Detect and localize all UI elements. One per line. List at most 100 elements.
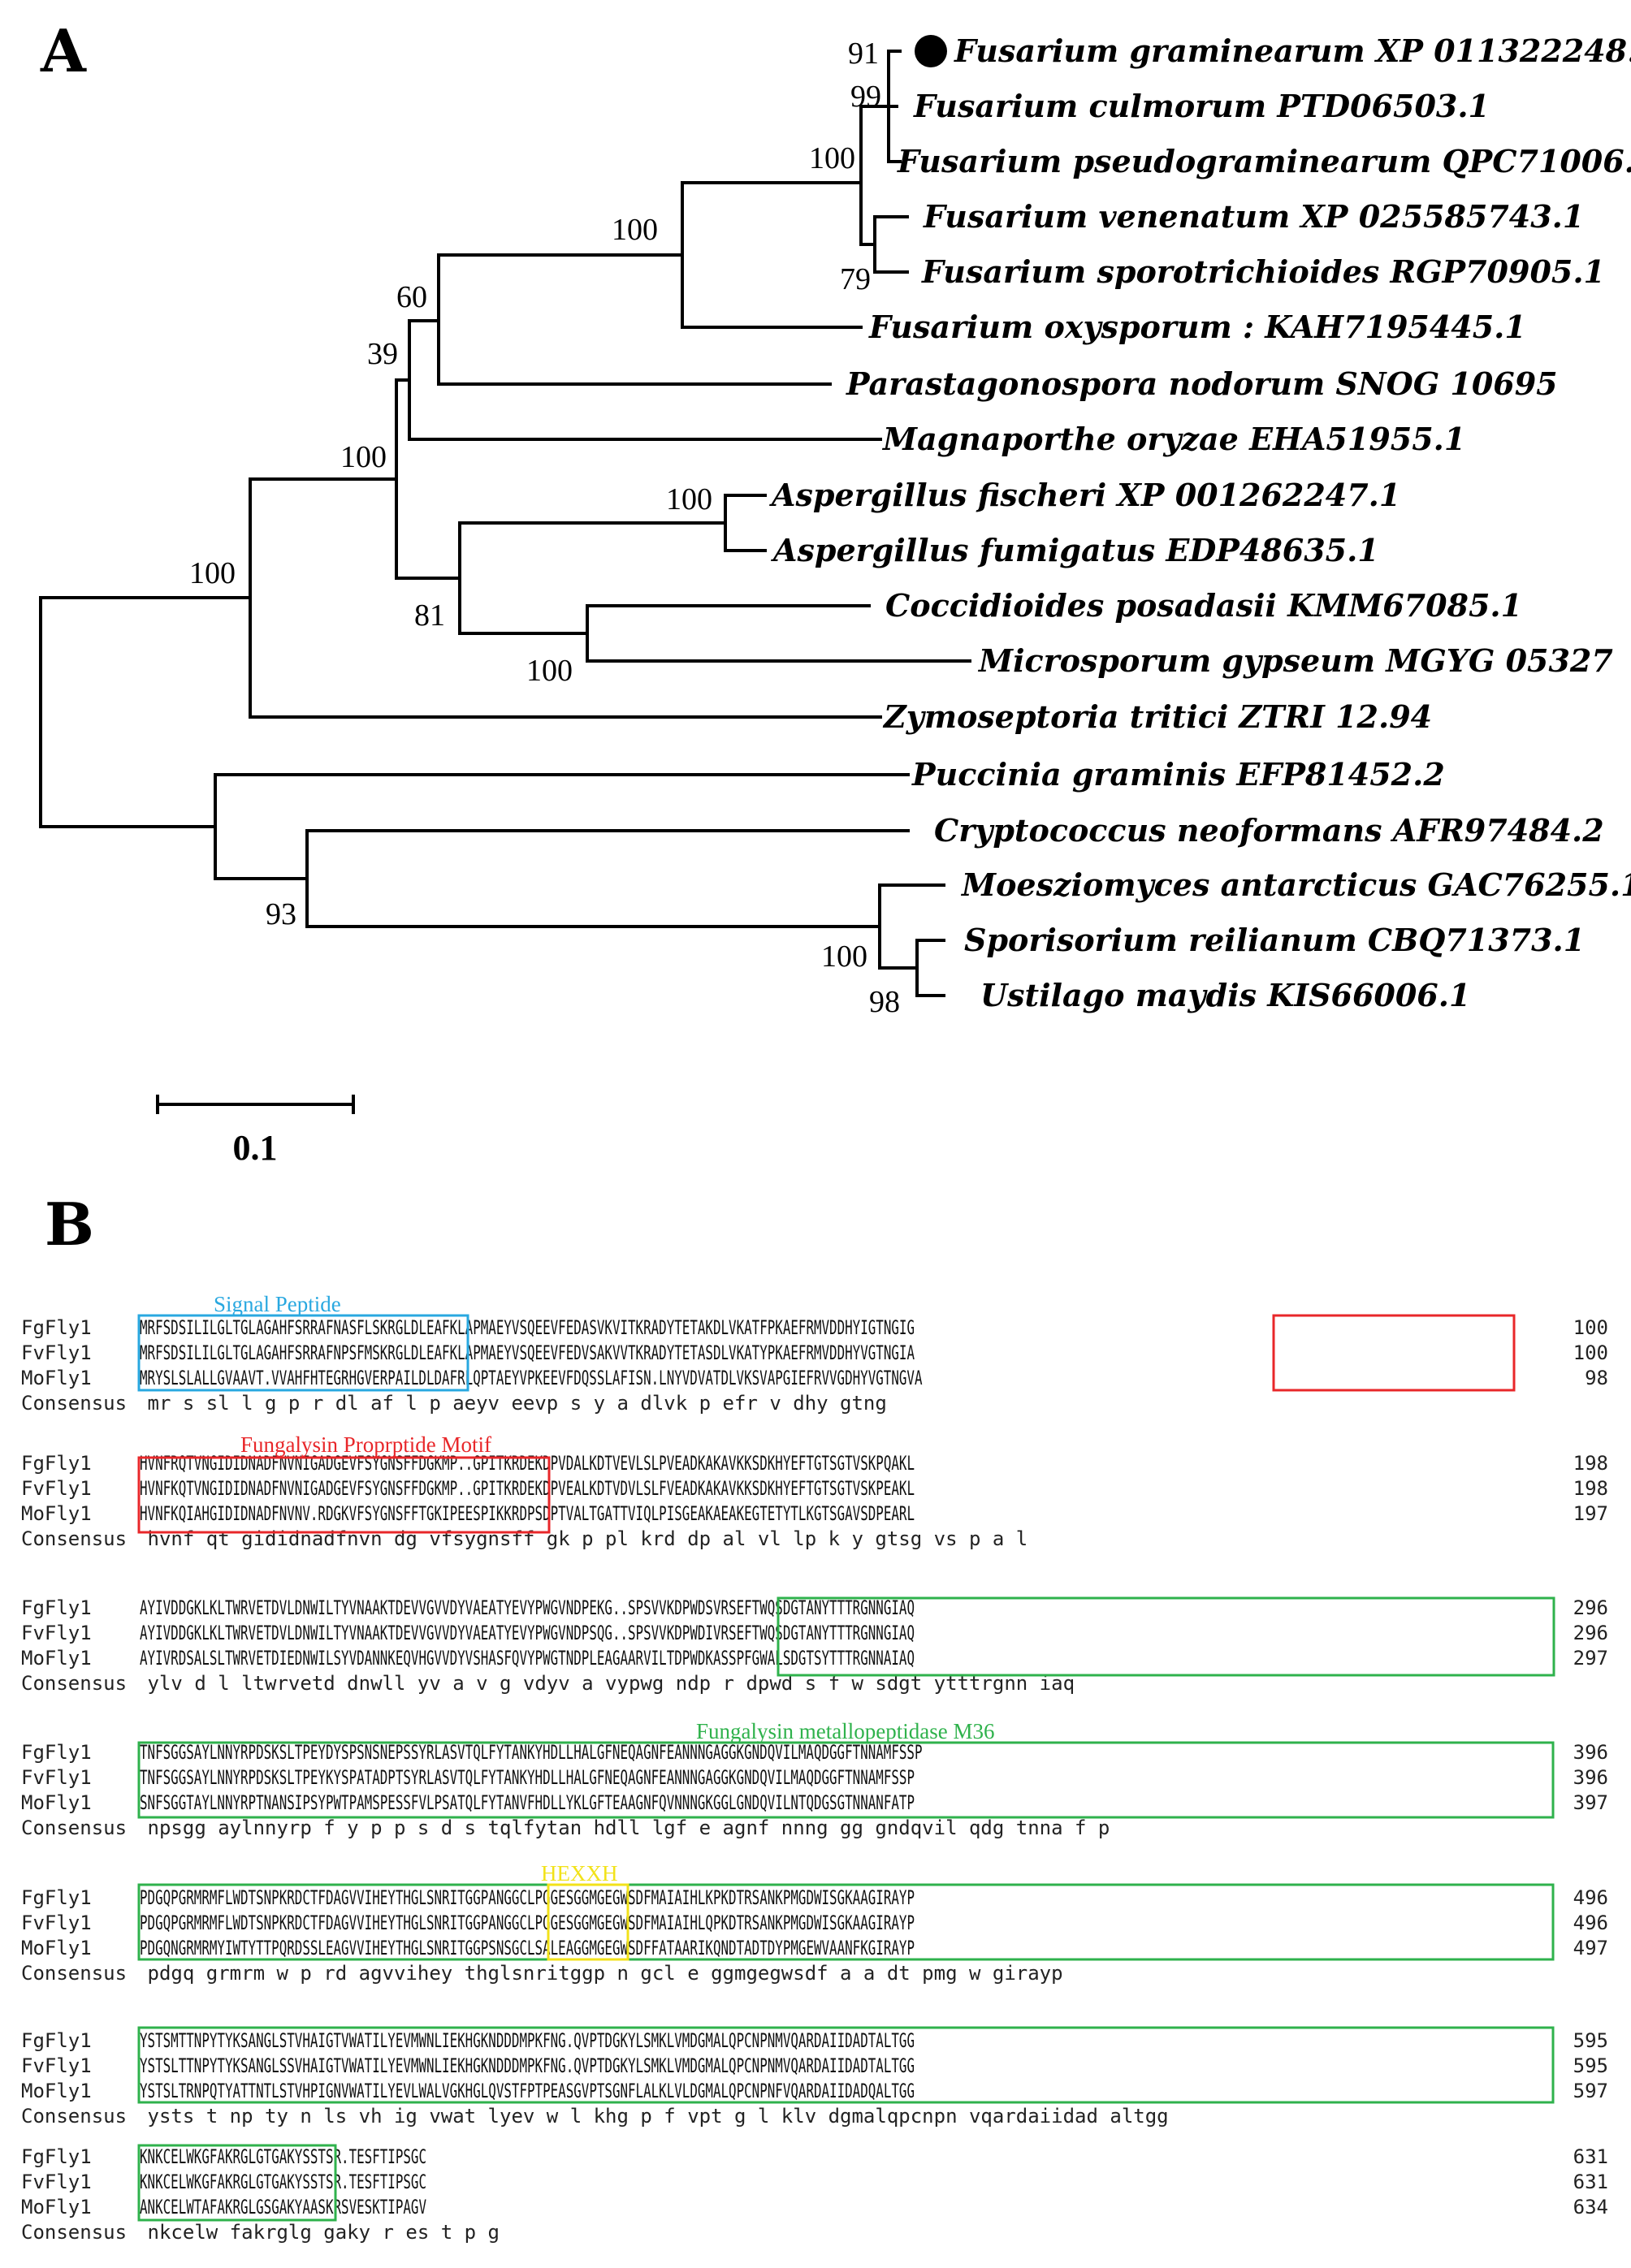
position-number: 497 xyxy=(1573,1937,1608,1959)
position-number: 197 xyxy=(1573,1502,1608,1525)
sequence-residues: MRFSDSILILGLTGLAGAHFSRRAFNPSFMSKRGLDLEAF… xyxy=(140,1341,915,1364)
sequence-name: FvFly1 xyxy=(21,1766,92,1789)
taxon-label-t2: Fusarium culmorum PTD06503.1 xyxy=(913,88,1490,124)
taxon-label-t1: Fusarium graminearum XP 011322248.1 xyxy=(954,32,1631,69)
bootstrap-value: 79 xyxy=(840,262,871,296)
taxon-label-t8: Magnaporthe oryzae EHA51955.1 xyxy=(881,421,1465,457)
taxon-label-t11: Coccidioides posadasii KMM67085.1 xyxy=(885,587,1522,624)
consensus-sequence: hvnf qt gididnadfnvn dg vfsygnsff gk p p… xyxy=(148,1527,1028,1550)
bootstrap-value: 100 xyxy=(666,482,712,516)
sequence-name: MoFly1 xyxy=(21,2080,92,2102)
m36-box-2 xyxy=(137,1741,1555,1819)
m36-box-3 xyxy=(137,1883,1555,1961)
position-number: 496 xyxy=(1573,1886,1608,1909)
bootstrap-value: 91 xyxy=(848,37,879,71)
sequence-residues: HVNFKQTVNGIDIDNADFNVNIGADGEVFSYGNSFFDGKM… xyxy=(140,1477,915,1500)
bootstrap-value: 100 xyxy=(340,440,387,474)
taxon-label-t5: Fusarium sporotrichioides RGP70905.1 xyxy=(921,253,1605,290)
sequence-residues: MRFSDSILILGLTGLAGAHFSRRAFNASFLSKRGLDLEAF… xyxy=(140,1316,915,1339)
consensus-sequence: mr s sl l g p r dl af l p aeyv eevp s y … xyxy=(148,1392,887,1415)
sequence-name: FgFly1 xyxy=(21,1316,92,1339)
m36-label: Fungalysin metallopeptidase M36 xyxy=(696,1719,994,1743)
sequence-residues: PDGQNGRMRMYIWTYTTPQRDSSLEAGVVIHEYTHGLSNR… xyxy=(140,1937,915,1959)
taxon-label-t17: Sporisorium reilianum CBQ71373.1 xyxy=(964,922,1585,958)
position-number: 296 xyxy=(1573,1622,1608,1644)
sequence-residues: AYIVRDSALSLTWRVETDIEDNWILSYVDANNKEQVHGVV… xyxy=(140,1647,915,1670)
sequence-residues: KNKCELWKGFAKRGLGTGAKYSSTSR.TESFTIPSGC xyxy=(140,2171,426,2193)
position-number: 396 xyxy=(1573,1741,1608,1764)
propeptide-label: Fungalysin Proprptide Motif xyxy=(240,1432,491,1457)
sequence-name: FvFly1 xyxy=(21,2171,92,2193)
taxon-label-t7: Parastagonospora nodorum SNOG 10695 xyxy=(846,365,1558,402)
consensus-label: Consensus xyxy=(21,1392,127,1415)
alignment-block: FgFly1 MRFSDSILILGLTGLAGAHFSRRAFNASFLSKRG… xyxy=(21,1316,1608,1415)
sequence-name: FgFly1 xyxy=(21,1596,92,1619)
phylogenetic-tree: Fusarium graminearum XP 011322248.1Fusar… xyxy=(39,32,1631,1168)
consensus-label: Consensus xyxy=(21,1672,127,1695)
bootstrap-value: 100 xyxy=(189,556,236,590)
sequence-name: FvFly1 xyxy=(21,1622,92,1644)
consensus-label: Consensus xyxy=(21,2221,127,2244)
sequence-name: FvFly1 xyxy=(21,1477,92,1500)
sequence-name: FvFly1 xyxy=(21,1341,92,1364)
bootstrap-value: 100 xyxy=(821,940,867,974)
taxon-label-t3: Fusarium pseudograminearum QPC71006.1 xyxy=(897,143,1631,179)
position-number: 100 xyxy=(1573,1341,1608,1364)
sequence-name: MoFly1 xyxy=(21,2196,92,2218)
taxon-label-t6: Fusarium oxysporum : KAH7195445.1 xyxy=(868,309,1526,345)
sequence-name: FgFly1 xyxy=(21,1741,92,1764)
taxon-label-t12: Microsporum gypseum MGYG 05327 xyxy=(977,642,1613,679)
sequence-residues: HVNFRQTVNGIDIDNADFNVNIGADGEVFSYGNSFFDGKM… xyxy=(140,1452,915,1475)
sequence-residues: PDGQPGRMRMFLWDTSNPKRDCTFDAGVVIHEYTHGLSNR… xyxy=(140,1912,915,1934)
sequence-residues: MRYSLSLALLGVAAVT.VVAHFHTEGRHGVERPAILDLDA… xyxy=(140,1367,923,1389)
position-number: 397 xyxy=(1573,1791,1608,1814)
bootstrap-value: 99 xyxy=(850,80,881,114)
consensus-sequence: ysts t np ty n ls vh ig vwat lyev w l kh… xyxy=(148,2105,1169,2128)
sequence-name: FgFly1 xyxy=(21,2029,92,2052)
position-number: 595 xyxy=(1573,2029,1608,2052)
position-number: 634 xyxy=(1573,2196,1608,2218)
consensus-label: Consensus xyxy=(21,1817,127,1839)
position-number: 100 xyxy=(1573,1316,1608,1339)
sequence-name: MoFly1 xyxy=(21,1367,92,1389)
propeptide-box-b xyxy=(137,1456,551,1534)
tree-branches xyxy=(39,50,971,997)
consensus-label: Consensus xyxy=(21,1962,127,1985)
bootstrap-value: 100 xyxy=(612,213,658,247)
position-number: 198 xyxy=(1573,1452,1608,1475)
sequence-residues: HVNFKQIAHGIDIDNADFNVNV.RDGKVFSYGNSFFTGKI… xyxy=(140,1502,915,1525)
bootstrap-value: 93 xyxy=(266,897,296,931)
m36-box-4 xyxy=(137,2026,1555,2104)
sequence-name: FgFly1 xyxy=(21,1886,92,1909)
tree-labels: Fusarium graminearum XP 011322248.1Fusar… xyxy=(189,32,1631,1019)
consensus-sequence: nkcelw fakrglg gaky r es t p g xyxy=(148,2221,500,2244)
sequence-residues: AYIVDDGKLKLTWRVETDVLDNWILTYVNAAKTDEVVGVV… xyxy=(140,1622,915,1644)
sequence-residues: TNFSGGSAYLNNYRPDSKSLTPEYKYSPATADPTSYRLAS… xyxy=(140,1766,915,1789)
taxon-label-t4: Fusarium venenatum XP 025585743.1 xyxy=(923,198,1584,235)
sequence-residues: SNFSGGTAYLNNYRPTNANSIPSYPWTPAMSPESSFVLPS… xyxy=(140,1791,915,1814)
marker-dot-icon xyxy=(915,35,947,67)
sequence-residues: YSTSMTTNPYTYKSANGLSTVHAIGTVWATILYEVMWNLI… xyxy=(140,2029,915,2052)
taxon-label-t9: Aspergillus fischeri XP 001262247.1 xyxy=(769,477,1400,513)
sequence-residues: KNKCELWKGFAKRGLGTGAKYSSTSR.TESFTIPSGC xyxy=(140,2145,426,2168)
sequence-residues: AYIVDDGKLKLTWRVETDVLDNWILTYVNAAKTDEVVGVV… xyxy=(140,1596,915,1619)
alignment-block: FgFly1 YSTSMTTNPYTYKSANGLSTVHAIGTVWATILYE… xyxy=(21,2029,1608,2128)
sequence-residues: YSTSLTTNPYTYKSANGLSSVHAIGTVWATILYEVMWNLI… xyxy=(140,2054,915,2077)
sequence-residues: ANKCELWTAFAKRGLGSGAKYAASKRSVESKTIPAGV xyxy=(140,2196,426,2218)
hexxh-label: HEXXH xyxy=(541,1861,618,1886)
sequence-residues: PDGQPGRMRMFLWDTSNPKRDCTFDAGVVIHEYTHGLSNR… xyxy=(140,1886,915,1909)
position-number: 631 xyxy=(1573,2145,1608,2168)
taxon-label-t18: Ustilago maydis KIS66006.1 xyxy=(980,977,1470,1013)
signal-peptide-box xyxy=(137,1314,469,1392)
sequence-name: MoFly1 xyxy=(21,1502,92,1525)
sequence-name: FvFly1 xyxy=(21,1912,92,1934)
sequence-name: MoFly1 xyxy=(21,1937,92,1959)
taxon-label-t10: Aspergillus fumigatus EDP48635.1 xyxy=(771,532,1379,568)
m36-box-1 xyxy=(777,1596,1555,1677)
sequence-residues: TNFSGGSAYLNNYRPDSKSLTPEYDYSPSNSNEPSSYRLA… xyxy=(140,1741,923,1764)
